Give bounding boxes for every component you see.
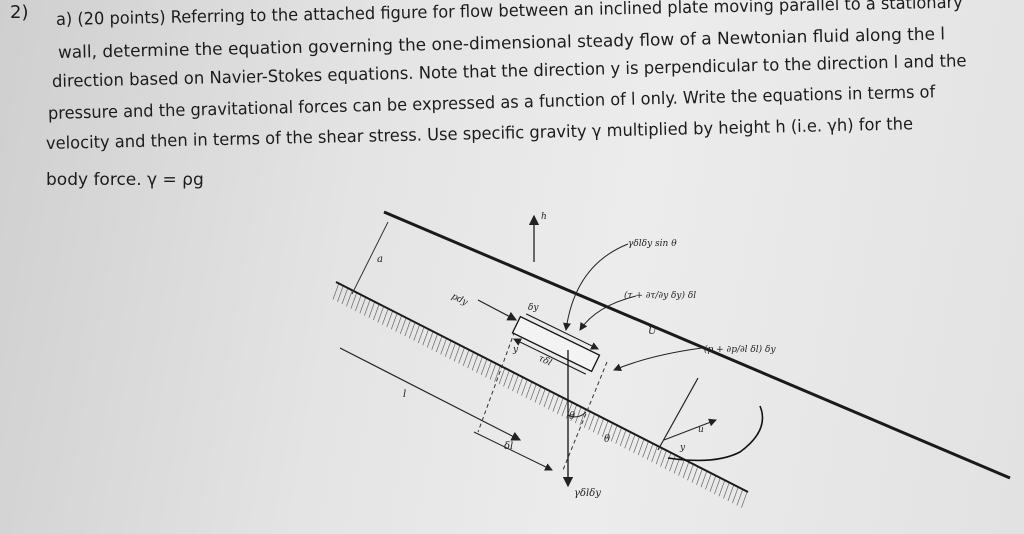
problem-number: 2) — [10, 2, 29, 23]
label-dy: δy — [528, 303, 539, 313]
pressure-left-arrow — [477, 299, 518, 321]
velocity-arrow — [663, 418, 717, 441]
label-a: a — [377, 254, 383, 265]
label-l: l — [403, 389, 406, 400]
label-y-left: y — [512, 345, 519, 355]
label-shear-top: γδlδy sin θ — [628, 239, 677, 249]
label-y-right: y — [679, 443, 686, 453]
label-shear-stress: (τ + ∂τ/∂y δy) δl — [624, 290, 696, 301]
problem-text-line-6: body force. γ = ρg — [46, 170, 204, 190]
label-h: h — [541, 212, 547, 222]
moving-plate — [383, 210, 1011, 480]
leader-shear-top — [563, 243, 629, 331]
profile-baseline — [657, 377, 699, 451]
gap-dimension-line — [351, 221, 389, 295]
leader-pressure — [613, 347, 703, 372]
label-theta-upper: θ — [569, 411, 575, 422]
label-pressure: (p + ∂p/∂l δl) δy — [704, 344, 776, 355]
dashed-guide-2 — [562, 361, 608, 471]
stationary-wall-hatching — [330, 282, 748, 508]
label-U: U — [648, 326, 657, 337]
leader-shear-stress — [579, 295, 637, 331]
label-dl: δl — [504, 441, 513, 452]
fluid-element — [511, 313, 601, 375]
label-weight: γδlδy — [574, 488, 601, 499]
label-tdl: τδl — [537, 354, 553, 369]
dl-dimension-line — [473, 431, 553, 471]
dashed-guide-1 — [477, 324, 518, 433]
l-axis-arrow — [339, 347, 522, 441]
stationary-wall — [335, 281, 749, 493]
label-theta-lower: θ — [604, 434, 610, 445]
label-pdy: pdy — [450, 292, 470, 309]
label-u: u — [698, 425, 704, 435]
velocity-profile-curve — [667, 405, 764, 462]
